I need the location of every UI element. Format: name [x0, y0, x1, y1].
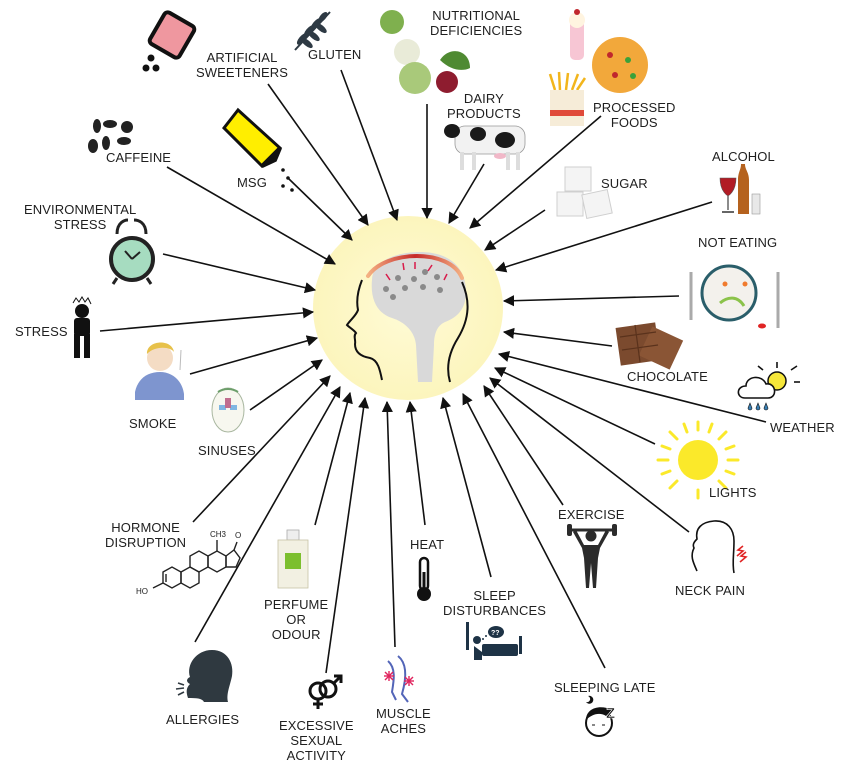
- thermometer-icon: [417, 556, 431, 601]
- person-in-bed-icon: [466, 622, 522, 660]
- arrow-msg: [288, 178, 353, 241]
- alarm-clock-icon: [109, 218, 155, 285]
- label-sugar: SUGAR: [601, 176, 648, 191]
- sleepy-z-text: Z: [606, 705, 615, 722]
- label-msg: MSG: [237, 175, 267, 190]
- smoking-woman-icon: [135, 342, 184, 400]
- sleep-question-text: ??: [491, 630, 500, 637]
- face-profile: [345, 279, 469, 383]
- sun-icon: [656, 420, 740, 500]
- drinks-icon: [719, 164, 761, 215]
- perfume-bottle-icon: [277, 529, 309, 589]
- molecule-oxygen-text: O: [235, 531, 241, 540]
- arrow-lights: [493, 367, 656, 445]
- molecule-hydroxyl-text: HO: [136, 587, 148, 596]
- pain-arrows: [385, 262, 448, 281]
- arrow-dairy-products: [448, 163, 485, 224]
- vegetables-icon: [380, 10, 470, 94]
- brain-dots: [383, 269, 443, 300]
- chocolate-icon: [615, 322, 684, 370]
- wheat-icon: [294, 11, 331, 51]
- label-chocolate: CHOCOLATE: [627, 369, 708, 384]
- label-alcohol: ALCOHOL: [712, 149, 775, 164]
- arrow-weather: [497, 351, 767, 423]
- brain-shape: [371, 252, 466, 382]
- pain-arc: [366, 254, 464, 280]
- coffee-beans-icon: [88, 119, 133, 153]
- arrow-artificial-sweeteners: [267, 83, 369, 226]
- arrow-heat: [405, 400, 426, 526]
- center-head: [313, 216, 503, 400]
- arrow-caffeine: [166, 166, 336, 265]
- sweetener-shaker-icon: [142, 10, 197, 72]
- arrow-smoke: [189, 335, 319, 375]
- sleepy-face-icon: [585, 695, 613, 737]
- gender-symbols-icon: [308, 674, 343, 709]
- sneezing-head-icon: [175, 650, 233, 702]
- molecule-methyl-text: CH3: [210, 530, 227, 539]
- arrow-alcohol: [494, 201, 713, 273]
- arrow-sinuses: [249, 359, 323, 411]
- label-not-eating: NOT EATING: [698, 235, 778, 250]
- sad-plate-icon: [689, 264, 780, 329]
- label-heat: HEAT: [410, 537, 445, 552]
- sinus-face-icon: [211, 387, 245, 433]
- arrow-exercise: [483, 385, 564, 506]
- arrow-processed-foods: [469, 115, 602, 229]
- salt-shaker-icon: [222, 107, 294, 192]
- label-stress: STRESS: [15, 324, 68, 339]
- weightlifter-icon: [567, 524, 617, 588]
- label-exercise: EXERCISE: [558, 507, 625, 522]
- label-allergies: ALLERGIES: [166, 712, 240, 727]
- arrow-sugar: [484, 209, 546, 251]
- stressed-person-icon: [72, 296, 92, 358]
- label-gluten: GLUTEN: [308, 47, 362, 62]
- arrow-environmental-stress: [162, 253, 317, 294]
- label-caffeine: CAFFEINE: [106, 150, 172, 165]
- label-neck-pain: NECK PAIN: [675, 583, 746, 598]
- arrow-sleeping-late: [462, 393, 606, 669]
- arrow-allergies: [194, 386, 341, 643]
- cow-icon: [444, 124, 526, 170]
- label-sinuses: SINUSES: [198, 443, 256, 458]
- label-smoke: SMOKE: [129, 416, 177, 431]
- arrow-not-eating: [502, 295, 680, 307]
- arrow-chocolate: [502, 327, 613, 347]
- arrow-stress: [99, 307, 315, 332]
- arrow-muscle-aches: [381, 400, 396, 648]
- arrow-hormone-disruption: [192, 375, 331, 523]
- aching-legs-icon: [384, 655, 414, 703]
- neck-pain-head-icon: [691, 520, 748, 574]
- steroid-molecule-icon: [152, 540, 241, 589]
- sugar-cubes-icon: [556, 166, 613, 220]
- pizza-fries-icon: [548, 9, 648, 126]
- arrow-excessive-sexual-activity: [325, 396, 370, 674]
- connector-arrows: [99, 69, 767, 674]
- label-weather: WEATHER: [770, 420, 835, 435]
- arrow-perfume: [314, 391, 353, 526]
- label-lights: LIGHTS: [709, 485, 757, 500]
- cloud-sun-rain-icon: [737, 362, 800, 411]
- arrow-gluten: [340, 69, 399, 222]
- arrow-sleep-disturbances: [440, 396, 492, 578]
- label-sleeping-late: SLEEPING LATE: [554, 680, 656, 695]
- arrow-neck-pain: [489, 377, 690, 533]
